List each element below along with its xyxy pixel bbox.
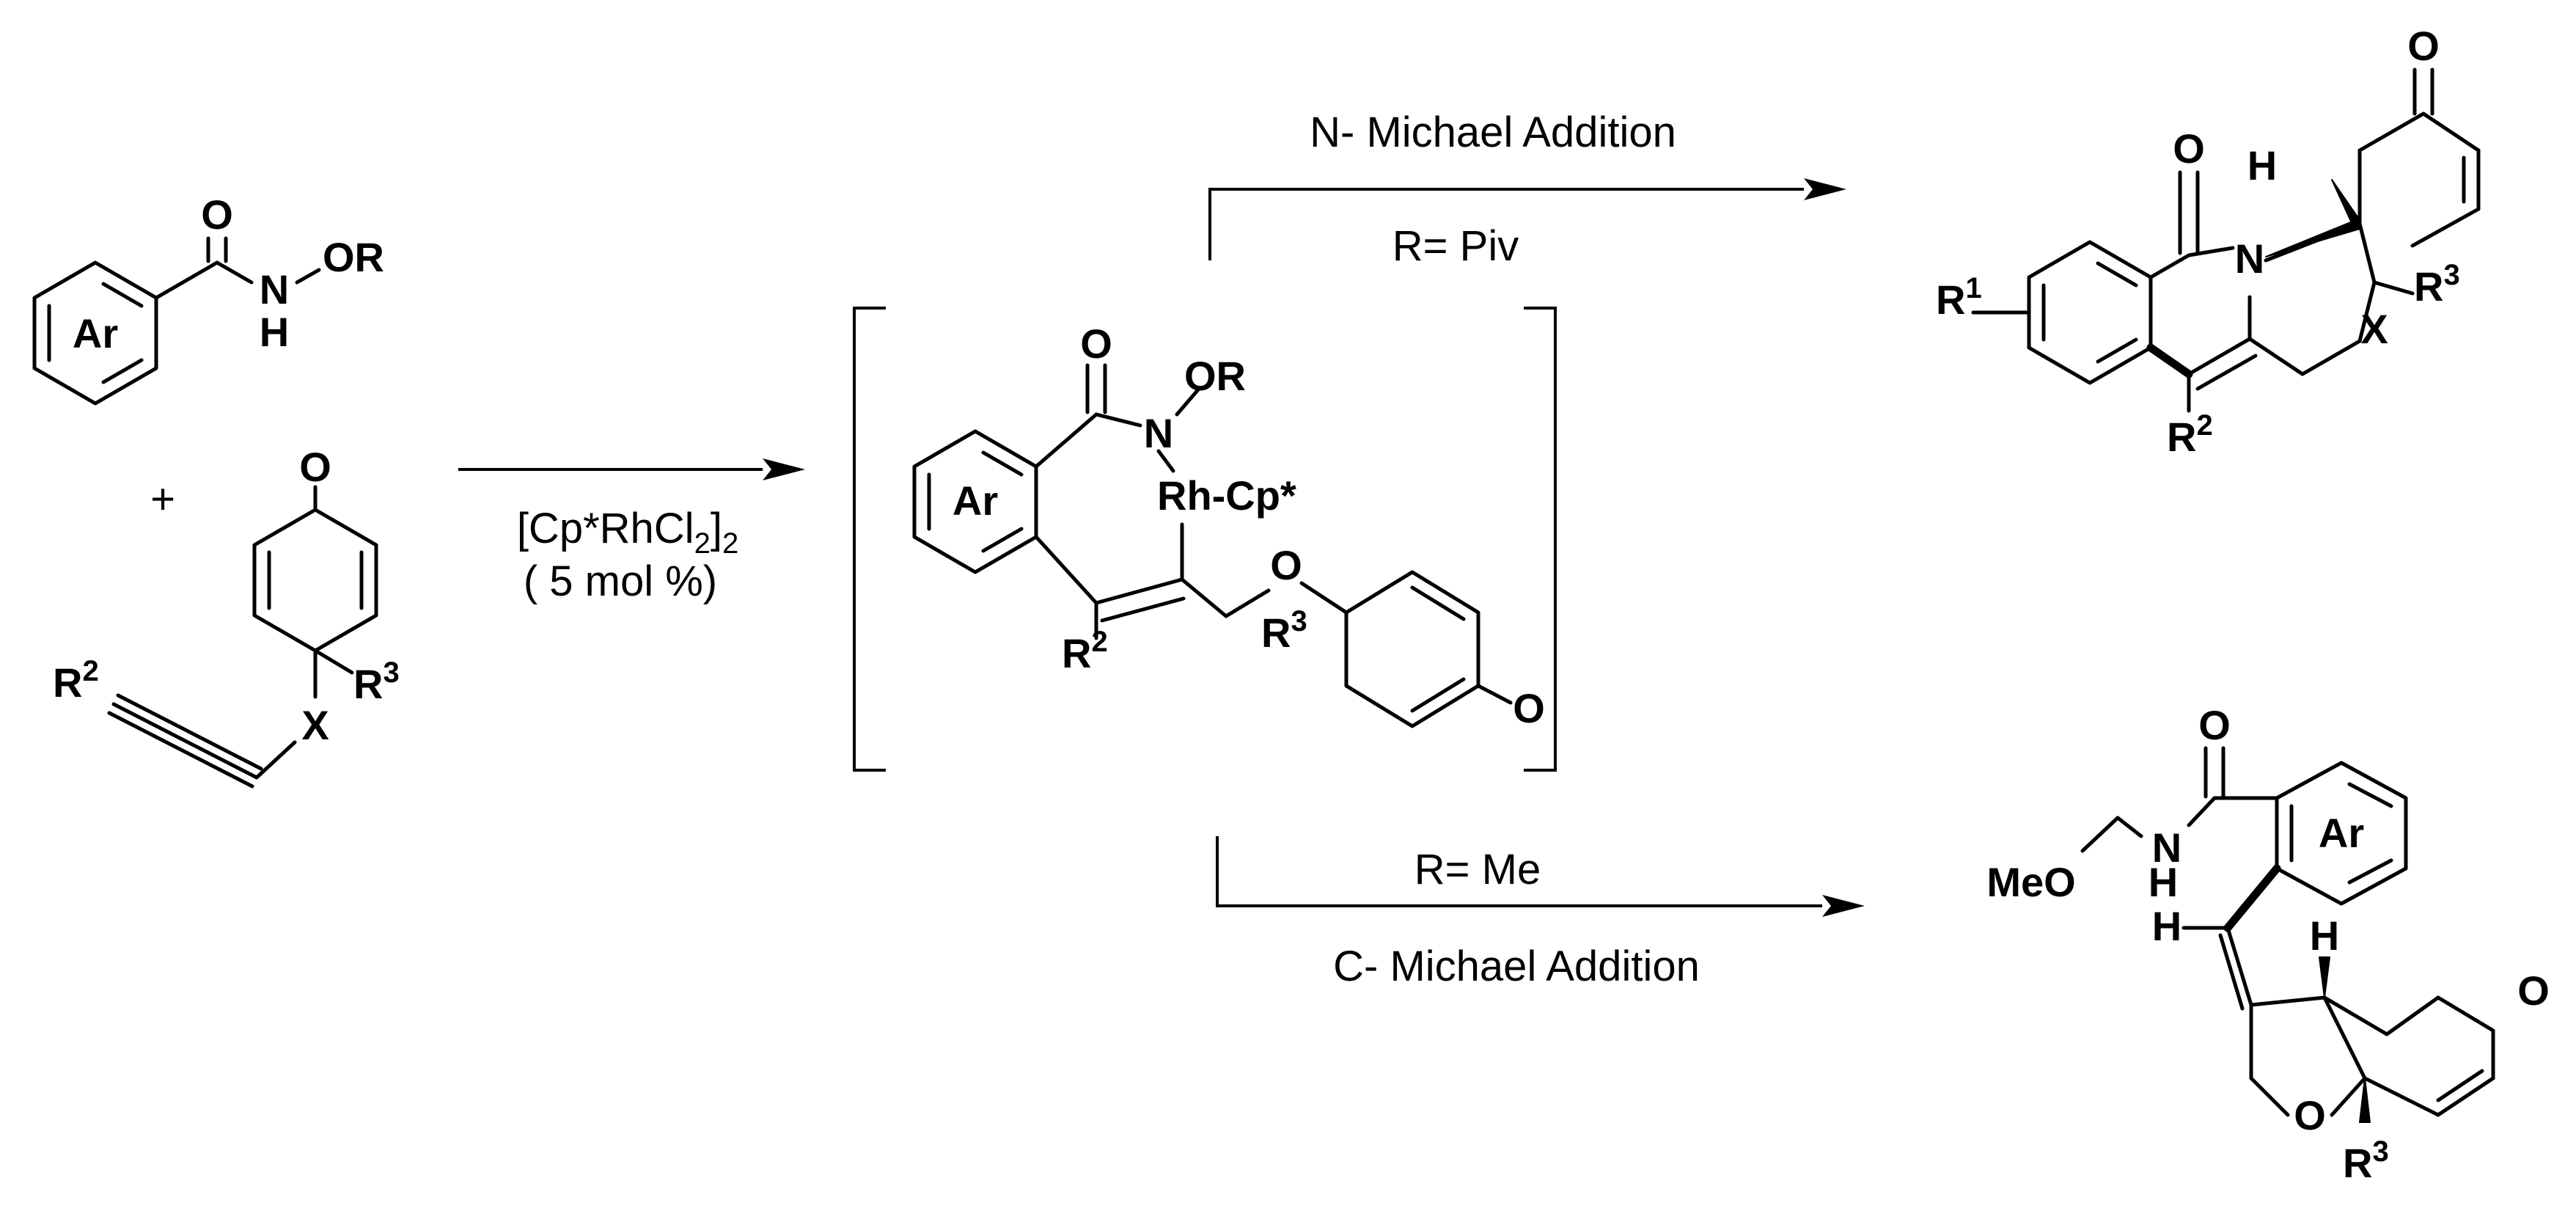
r3-substituent: R3 bbox=[2343, 1135, 2389, 1186]
reactant-dienone: O X R3 R2 bbox=[53, 444, 400, 789]
ketone-oxygen: O bbox=[2407, 23, 2440, 69]
ring-label-ar: Ar bbox=[73, 310, 118, 356]
amide-hydrogen: H bbox=[2148, 859, 2178, 905]
oxy-substituent: OR bbox=[323, 234, 384, 280]
furan-oxygen: O bbox=[2294, 1092, 2326, 1138]
rhodacycle-intermediate: Ar O N OR Rh-Cp* O R2 R3 O bbox=[912, 321, 1545, 731]
plus-sign: + bbox=[150, 475, 175, 523]
methoxy-group: MeO bbox=[1986, 859, 2075, 905]
amide-oxygen: O bbox=[2198, 702, 2231, 748]
c-michael-label: C- Michael Addition bbox=[1333, 943, 1700, 990]
dienone-oxygen: O bbox=[299, 444, 331, 490]
main-reaction-arrow bbox=[458, 458, 805, 480]
vinyl-hydrogen: H bbox=[2152, 903, 2181, 949]
linker-x: X bbox=[301, 702, 329, 748]
lactam-nitrogen: N bbox=[2235, 235, 2264, 282]
catalyst-loading: ( 5 mol %) bbox=[524, 557, 717, 605]
amide-hydrogen: H bbox=[260, 309, 289, 355]
amide-nitrogen: N bbox=[1144, 410, 1173, 456]
linker-x: X bbox=[2360, 306, 2388, 352]
oxy-substituent: OR bbox=[1184, 353, 1246, 399]
amide-nitrogen: N bbox=[260, 266, 289, 312]
ether-oxygen: O bbox=[1270, 542, 1302, 588]
piv-condition: R= Piv bbox=[1392, 222, 1519, 270]
ketone-oxygen: O bbox=[2517, 967, 2550, 1014]
me-condition: R= Me bbox=[1414, 846, 1541, 893]
rhodium-center: Rh-Cp* bbox=[1157, 472, 1296, 519]
r3-substituent: R3 bbox=[353, 656, 400, 707]
product-n-michael: O O H N R1 R2 R3 X bbox=[1936, 23, 2481, 460]
reactant-benzamide: Ar O N H OR bbox=[32, 191, 384, 406]
lactam-oxygen: O bbox=[2173, 125, 2205, 172]
c-michael-arrow bbox=[1216, 836, 1865, 917]
r3-substituent: R3 bbox=[1261, 605, 1307, 656]
product-c-michael: O MeO N H H Ar H O O R3 bbox=[1986, 702, 2549, 1186]
ring-label-ar: Ar bbox=[2319, 810, 2364, 856]
ring-label-ar: Ar bbox=[953, 478, 998, 524]
r2-substituent: R2 bbox=[2167, 409, 2213, 460]
dienone-oxygen: O bbox=[1513, 685, 1545, 731]
r2-substituent: R2 bbox=[53, 655, 99, 706]
r2-substituent: R2 bbox=[1062, 626, 1108, 676]
ring-fusion-hydrogen: H bbox=[2247, 142, 2277, 189]
n-michael-arrow bbox=[1208, 178, 1846, 260]
catalyst-label: [Cp*RhCl2]2 bbox=[517, 505, 738, 560]
intermediate-brackets bbox=[853, 307, 1557, 772]
carbonyl-oxygen: O bbox=[1080, 321, 1112, 367]
carbonyl-oxygen: O bbox=[201, 191, 233, 238]
r1-substituent: R1 bbox=[1936, 272, 1982, 323]
r3-substituent: R3 bbox=[2414, 259, 2460, 310]
amide-nitrogen: N bbox=[2152, 824, 2181, 871]
n-michael-label: N- Michael Addition bbox=[1310, 109, 1676, 156]
ring-fusion-hydrogen: H bbox=[2310, 912, 2339, 959]
